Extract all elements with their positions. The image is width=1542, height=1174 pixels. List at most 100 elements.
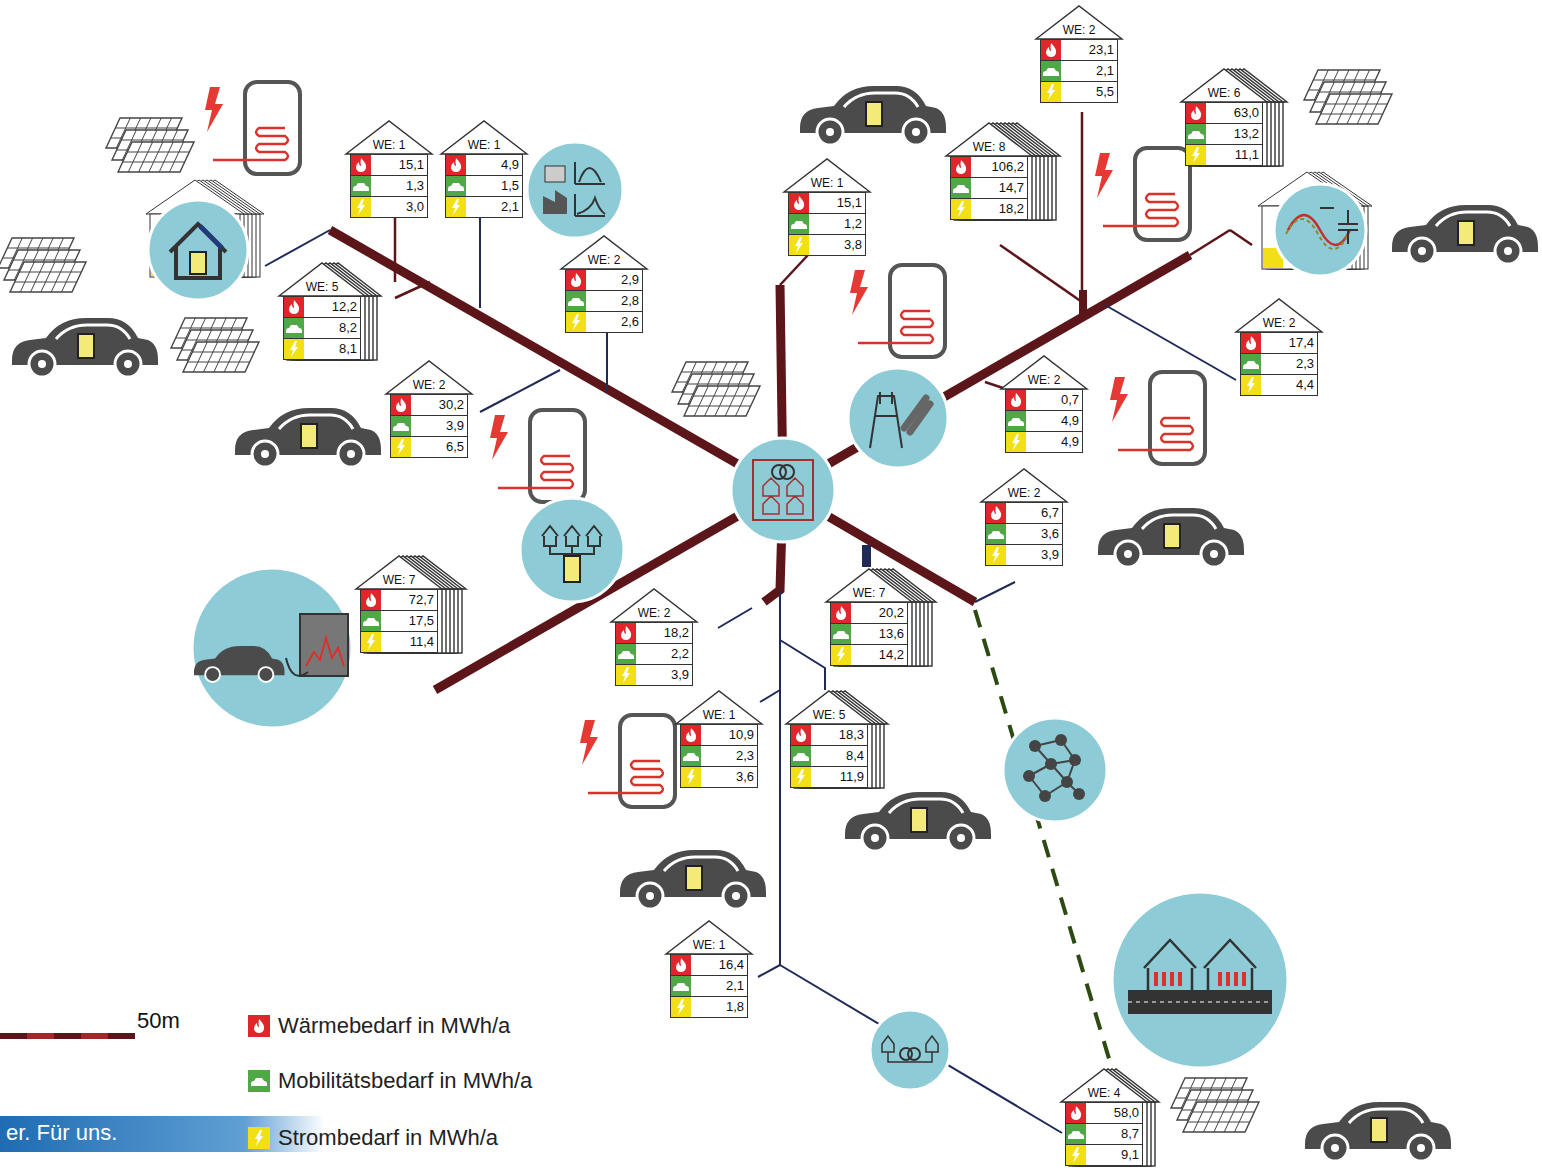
- heat-storage: [1110, 372, 1205, 464]
- heat-storage: [205, 82, 300, 174]
- main-cable: [435, 490, 783, 690]
- demand-row: 2,1: [670, 976, 748, 997]
- demand-row: 14,7: [950, 178, 1028, 199]
- demand-value: 11,9: [811, 767, 867, 787]
- demand-row: 3,8: [788, 235, 866, 256]
- demand-icon: [1006, 432, 1026, 452]
- demand-value: 12,2: [304, 297, 360, 317]
- demand-value: 1,2: [809, 214, 865, 234]
- demand-value: 15,1: [809, 193, 865, 213]
- demand-value: 11,4: [381, 632, 437, 652]
- solar-panel: [0, 238, 86, 292]
- demand-value: 14,2: [851, 645, 907, 665]
- sector-coupling-icon: [1112, 892, 1288, 1068]
- demand-row: 20,2: [830, 602, 908, 624]
- cable-stub: [1079, 290, 1087, 318]
- house-roof: WE: 5: [790, 690, 868, 724]
- demand-value: 23,1: [1061, 40, 1117, 60]
- demand-value: 1,3: [371, 176, 427, 196]
- solar-panel: [1304, 70, 1392, 124]
- demand-row: 17,4: [1240, 332, 1318, 354]
- low-voltage-line: [760, 690, 780, 702]
- demand-row: 3,6: [680, 767, 758, 788]
- demand-icon: [681, 767, 701, 787]
- scale-bar: [27, 1033, 54, 1039]
- electric-car: [1305, 1102, 1451, 1161]
- demand-value: 18,2: [971, 199, 1027, 219]
- demand-icon: [566, 312, 586, 332]
- house-card: WE: 218,22,23,9: [615, 588, 693, 686]
- house-roof: WE: 2: [565, 235, 643, 269]
- network-icon: [1003, 718, 1107, 822]
- demand-row: 1,5: [445, 176, 523, 197]
- demand-value: 2,1: [691, 976, 747, 996]
- house-card: WE: 20,74,94,9: [1005, 355, 1083, 453]
- legend-text: Wärmebedarf in MWh/a: [278, 1013, 510, 1039]
- heat-storage: [490, 410, 585, 502]
- low-voltage-line: [975, 582, 1015, 602]
- demand-icon: [616, 665, 636, 685]
- demand-value: 17,5: [381, 611, 437, 631]
- demand-row: 16,4: [670, 954, 748, 976]
- demand-icon: [1041, 61, 1061, 81]
- legend-swatch: [248, 1127, 270, 1149]
- demand-value: 58,0: [1086, 1103, 1142, 1123]
- demand-value: 11,1: [1206, 145, 1262, 165]
- demand-icon: [789, 193, 809, 213]
- scale-bar: [0, 1033, 27, 1039]
- main-cable: [783, 255, 1190, 490]
- house-card: WE: 115,11,33,0: [350, 120, 428, 218]
- demand-value: 9,1: [1086, 1145, 1142, 1165]
- demand-icon: [566, 291, 586, 311]
- service-cable: [780, 255, 808, 285]
- house-roof: WE: 5: [283, 262, 361, 296]
- scale-bar: [81, 1033, 108, 1039]
- demand-value: 2,2: [636, 644, 692, 664]
- demand-icon: [1186, 145, 1206, 165]
- house-roof: WE: 2: [1240, 298, 1318, 332]
- demand-value: 15,1: [371, 155, 427, 175]
- demand-row: 106,2: [950, 156, 1028, 178]
- demand-row: 3,6: [985, 524, 1063, 545]
- demand-value: 2,1: [1061, 61, 1117, 81]
- demand-value: 8,7: [1086, 1124, 1142, 1144]
- low-voltage-line: [780, 965, 1062, 1133]
- demand-value: 13,2: [1206, 124, 1262, 144]
- house-roof: WE: 7: [360, 555, 438, 589]
- demand-icon: [951, 199, 971, 219]
- demand-icon: [671, 955, 691, 975]
- electric-car: [1392, 205, 1538, 264]
- low-voltage-line: [479, 214, 481, 308]
- demand-value: 1,5: [466, 176, 522, 196]
- house-card: WE: 14,91,52,1: [445, 120, 523, 218]
- demand-icon: [681, 725, 701, 745]
- legend-swatch: [248, 1070, 270, 1092]
- house-roof: WE: 8: [950, 122, 1028, 156]
- legend-text: Strombedarf in MWh/a: [278, 1125, 498, 1151]
- house-roof: WE: 1: [350, 120, 428, 154]
- demand-row: 2,8: [565, 291, 643, 312]
- demand-value: 10,9: [701, 725, 757, 745]
- demand-icon: [1241, 354, 1261, 374]
- demand-row: 18,2: [950, 199, 1028, 220]
- heat-storage: [580, 715, 675, 807]
- demand-row: 0,7: [1005, 389, 1083, 411]
- solar-panel: [106, 118, 194, 172]
- demand-row: 4,9: [1005, 411, 1083, 432]
- legend-swatch: [248, 1015, 270, 1037]
- demand-row: 1,2: [788, 214, 866, 235]
- electric-car: [1098, 508, 1244, 567]
- demand-value: 3,8: [809, 235, 865, 255]
- demand-value: 30,2: [411, 395, 467, 415]
- demand-value: 4,9: [1026, 432, 1082, 452]
- demand-icon: [616, 623, 636, 643]
- demand-value: 18,2: [636, 623, 692, 643]
- demand-value: 16,4: [691, 955, 747, 975]
- unit-count: WE: 2: [1028, 374, 1061, 389]
- demand-icon: [1241, 333, 1261, 353]
- service-cable: [1081, 112, 1084, 305]
- house-roof: WE: 7: [830, 568, 908, 602]
- substation-icon: [731, 438, 835, 542]
- house-card: WE: 223,12,15,5: [1040, 5, 1118, 103]
